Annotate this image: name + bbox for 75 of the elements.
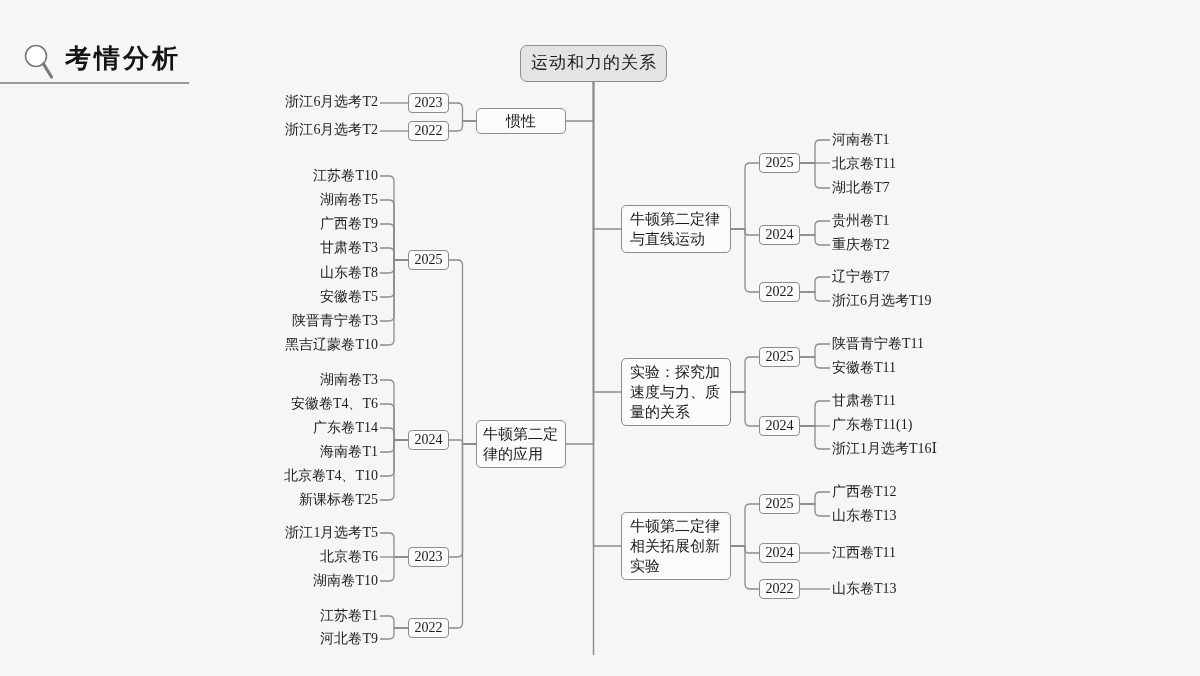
year-box: 2022 [759, 282, 800, 302]
question-label: 新课标卷T25 [297, 491, 380, 509]
question-label: 安徽卷T5 [318, 288, 380, 306]
connector-line [799, 162, 831, 189]
question-label: 陕晋青宁卷T3 [290, 312, 380, 330]
connector-line [799, 234, 831, 246]
question-label: 黑吉辽蒙卷T10 [283, 336, 380, 354]
subtopic-box: 牛顿第二定律与直线运动 [621, 205, 731, 253]
page-title: 考情分析 [65, 43, 181, 73]
year-box: 2024 [408, 430, 449, 450]
topic-box: 运动和力的关系 [520, 45, 667, 82]
question-label: 湖南卷T3 [318, 371, 380, 389]
year-box: 2025 [759, 153, 800, 173]
connector-line [799, 503, 831, 517]
year-box: 2025 [408, 250, 449, 270]
question-label: 广西卷T12 [830, 483, 899, 501]
connector-line [799, 425, 831, 450]
question-label: 甘肃卷T11 [830, 392, 899, 410]
connector-line [799, 552, 831, 554]
connector-line [379, 130, 409, 132]
year-box: 2022 [759, 579, 800, 599]
question-label: 江苏卷T1 [318, 607, 380, 625]
connector-line [592, 81, 622, 547]
question-label: 河北卷T9 [318, 630, 380, 648]
question-label: 安徽卷T11 [830, 359, 899, 377]
year-box: 2022 [408, 121, 449, 141]
question-label: 湖南卷T5 [318, 191, 380, 209]
year-box: 2022 [408, 618, 449, 638]
question-label: 北京卷T6 [318, 548, 380, 566]
year-box: 2023 [408, 93, 449, 113]
subtopic-box: 实验：探究加速度与力、质量的关系 [621, 358, 731, 426]
connector-line [799, 588, 831, 590]
year-box: 2025 [759, 347, 800, 367]
question-label: 江苏卷T10 [311, 167, 380, 185]
question-label: 甘肃卷T3 [318, 239, 380, 257]
question-label: 浙江6月选考T19 [830, 292, 934, 310]
subtopic-box: 牛顿第二定律相关拓展创新实验 [621, 512, 731, 580]
connector-line [379, 259, 409, 346]
question-label: 广东卷T14 [311, 419, 380, 437]
question-label: 辽宁卷T7 [830, 268, 892, 286]
question-label: 浙江6月选考T2 [283, 93, 380, 111]
subtopic-box: 牛顿第二定律的应用 [476, 420, 566, 468]
year-box: 2023 [408, 547, 449, 567]
connector-line [448, 443, 477, 629]
question-label: 贵州卷T1 [830, 212, 892, 230]
question-label: 陕晋青宁卷T11 [830, 335, 927, 353]
question-label: 山东卷T8 [318, 264, 380, 282]
question-label: 湖南卷T10 [311, 572, 380, 590]
question-label: 湖北卷T7 [830, 179, 892, 197]
connector-line [379, 102, 409, 104]
year-box: 2024 [759, 543, 800, 563]
question-label: 安徽卷T4、T6 [288, 395, 380, 413]
connector-line [379, 556, 409, 582]
question-label: 河南卷T1 [830, 131, 892, 149]
question-label: 浙江6月选考T2 [283, 121, 380, 139]
question-label: 北京卷T11 [830, 155, 899, 173]
subtopic-box: 惯性 [476, 108, 566, 134]
question-label: 广东卷T11(1) [830, 416, 915, 434]
question-label: 北京卷T4、T10 [281, 467, 380, 485]
question-label: 山东卷T13 [830, 580, 899, 598]
question-label: 海南卷T1 [318, 443, 380, 461]
connector-line [799, 291, 831, 302]
question-label: 广西卷T9 [318, 215, 380, 233]
question-label: 江西卷T11 [830, 544, 899, 562]
question-label: 浙江1月选考T16Ⅰ [830, 440, 940, 458]
connector-line [730, 545, 760, 590]
year-box: 2024 [759, 225, 800, 245]
connector-line [799, 356, 831, 369]
connector-line [379, 627, 409, 640]
year-box: 2024 [759, 416, 800, 436]
question-label: 山东卷T13 [830, 507, 899, 525]
connector-line [448, 120, 477, 132]
question-label: 重庆卷T2 [830, 236, 892, 254]
question-label: 浙江1月选考T5 [283, 524, 380, 542]
year-box: 2025 [759, 494, 800, 514]
